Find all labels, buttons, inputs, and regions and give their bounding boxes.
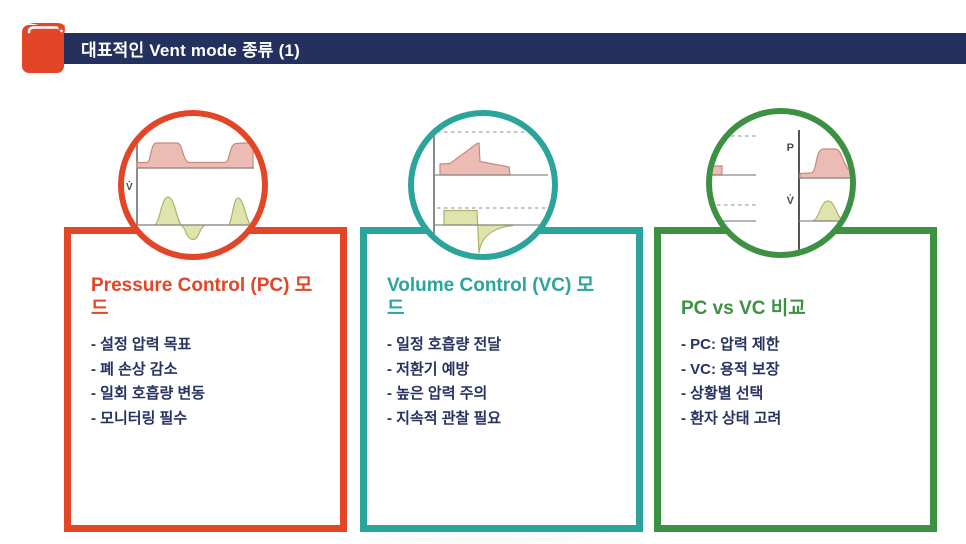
pc-waveform-diagram: V̇	[126, 129, 254, 241]
bullet-item: - 높은 압력 주의	[387, 385, 488, 402]
book-icon	[22, 23, 65, 73]
page-title: 대표적인 Vent mode 종류 (1)	[81, 41, 300, 60]
vc-waveform-circle	[408, 110, 558, 260]
card-pc-vs-vc: PC vs VC 비교 - PC: 압력 제한 - VC: 용적 보장 - 상황…	[654, 227, 937, 532]
comparison-waveform-diagram: P V̇	[712, 130, 850, 250]
card-volume-control: Volume Control (VC) 모드 - 일정 호흡량 전달 - 저환기…	[360, 227, 643, 532]
comparison-waveform-circle: P V̇	[706, 108, 856, 258]
bullet-item: - 일정 호흡량 전달	[387, 336, 502, 353]
pressure-waveform	[439, 142, 511, 176]
bullet-list: - 일정 호흡량 전달 - 저환기 예방 - 높은 압력 주의 - 지속적 관찰…	[387, 333, 630, 431]
pressure-axis-label: P	[787, 142, 794, 154]
bullet-item: - 저환기 예방	[387, 360, 470, 378]
bullet-item: - 상황별 선택	[681, 385, 764, 402]
card-title: Pressure Control (PC) 모드	[91, 275, 313, 319]
vc-waveform-diagram	[433, 128, 548, 254]
bullet-item: - 환자 상태 고려	[681, 409, 782, 427]
bullet-list: - PC: 압력 제한 - VC: 용적 보장 - 상황별 선택 - 환자 상태…	[681, 333, 924, 431]
bullet-item: - 모니터링 필수	[91, 409, 188, 427]
flow-waveform	[443, 209, 514, 254]
bullet-item: - VC: 용적 보장	[681, 360, 780, 378]
left-pressure-fragment	[712, 165, 723, 176]
bullet-item: - 일회 호흡량 변동	[91, 385, 206, 402]
bullet-item: - 설정 압력 목표	[91, 336, 192, 353]
pressure-waveform	[799, 148, 850, 179]
card-pressure-control: Pressure Control (PC) 모드 - 설정 압력 목표 - 폐 …	[64, 227, 347, 532]
flow-axis-label: V̇	[126, 181, 133, 193]
card-title: PC vs VC 비교	[681, 298, 806, 319]
pc-waveform-circle: V̇	[118, 110, 268, 260]
bullet-item: - 폐 손상 감소	[91, 360, 178, 378]
pressure-waveform	[136, 141, 254, 169]
bullet-list: - 설정 압력 목표 - 폐 손상 감소 - 일회 호흡량 변동 - 모니터링 …	[91, 333, 334, 431]
bullet-item: - PC: 압력 제한	[681, 336, 780, 353]
bullet-item: - 지속적 관찰 필요	[387, 409, 502, 427]
flow-waveform	[137, 196, 254, 241]
flow-waveform	[811, 200, 845, 222]
flow-axis-label: V̇	[787, 194, 795, 207]
card-title: Volume Control (VC) 모드	[387, 275, 595, 319]
header-bar: 대표적인 Vent mode 종류 (1)	[57, 33, 966, 64]
